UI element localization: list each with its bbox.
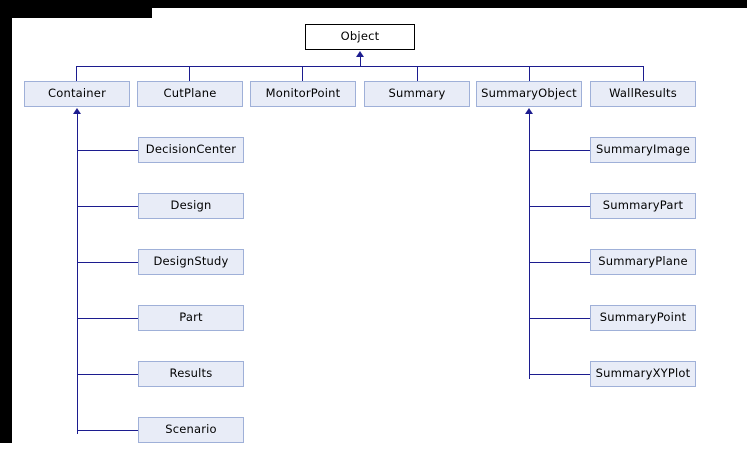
arrowhead-to-object	[356, 51, 364, 57]
node-decisioncenter-label: DecisionCenter	[145, 142, 237, 157]
node-summaryobject-label: SummaryObject	[481, 86, 577, 101]
edge-drop-monitorpoint	[302, 66, 303, 81]
node-summaryimage[interactable]: SummaryImage	[590, 137, 696, 163]
node-summarypoint[interactable]: SummaryPoint	[590, 305, 696, 331]
edge-branch-scenario	[77, 430, 138, 431]
node-summaryimage-label: SummaryImage	[596, 142, 690, 157]
node-summaryobject[interactable]: SummaryObject	[476, 81, 582, 107]
node-scenario[interactable]: Scenario	[138, 417, 244, 443]
node-summarypoint-label: SummaryPoint	[599, 310, 687, 325]
node-design[interactable]: Design	[138, 193, 244, 219]
arrowhead-to-container	[73, 108, 81, 114]
arrowhead-to-summaryobject	[525, 108, 533, 114]
node-object[interactable]: Object	[305, 24, 415, 50]
node-summary[interactable]: Summary	[364, 81, 470, 107]
edge-object-stem	[360, 57, 361, 67]
frame-left-strip	[0, 0, 12, 443]
edge-drop-cutplane	[189, 66, 190, 81]
node-wallresults[interactable]: WallResults	[590, 81, 696, 107]
node-container[interactable]: Container	[24, 81, 130, 107]
edge-branch-summaryxyplot	[529, 374, 590, 375]
edge-branch-summaryplane	[529, 262, 590, 263]
node-object-label: Object	[340, 29, 380, 44]
node-monitorpoint-label: MonitorPoint	[265, 86, 341, 101]
node-container-label: Container	[48, 86, 106, 101]
edge-branch-summaryimage	[529, 150, 590, 151]
edge-spine-container	[77, 114, 78, 434]
edge-branch-design	[77, 206, 138, 207]
edge-branch-summarypart	[529, 206, 590, 207]
edge-spine-summaryobject	[529, 114, 530, 379]
node-results-label: Results	[169, 366, 213, 381]
node-wallresults-label: WallResults	[609, 86, 677, 101]
node-part[interactable]: Part	[138, 305, 244, 331]
node-summaryxyplot-label: SummaryXYPlot	[595, 366, 691, 381]
node-part-label: Part	[179, 310, 203, 325]
node-summaryplane-label: SummaryPlane	[598, 254, 688, 269]
edge-branch-designstudy	[77, 262, 138, 263]
node-cutplane[interactable]: CutPlane	[137, 81, 243, 107]
edge-drop-summary	[417, 66, 418, 81]
edge-branch-part	[77, 318, 138, 319]
node-designstudy-label: DesignStudy	[153, 254, 229, 269]
node-scenario-label: Scenario	[165, 422, 217, 437]
edge-branch-decisioncenter	[77, 150, 138, 151]
frame-top-bar	[0, 0, 747, 8]
edge-branch-results	[77, 374, 138, 375]
edge-drop-summaryobject	[529, 66, 530, 81]
node-designstudy[interactable]: DesignStudy	[138, 249, 244, 275]
frame-top-left-block	[0, 0, 152, 18]
node-summarypart[interactable]: SummaryPart	[590, 193, 696, 219]
node-decisioncenter[interactable]: DecisionCenter	[138, 137, 244, 163]
node-summaryxyplot[interactable]: SummaryXYPlot	[590, 361, 696, 387]
node-results[interactable]: Results	[138, 361, 244, 387]
node-design-label: Design	[170, 198, 212, 213]
node-summarypart-label: SummaryPart	[602, 198, 684, 213]
node-cutplane-label: CutPlane	[163, 86, 217, 101]
node-monitorpoint[interactable]: MonitorPoint	[250, 81, 356, 107]
edge-drop-wallresults	[643, 66, 644, 81]
edge-drop-container	[76, 66, 77, 81]
edge-branch-summarypoint	[529, 318, 590, 319]
node-summary-label: Summary	[388, 86, 446, 101]
node-summaryplane[interactable]: SummaryPlane	[590, 249, 696, 275]
edge-bus-level2	[76, 66, 643, 67]
